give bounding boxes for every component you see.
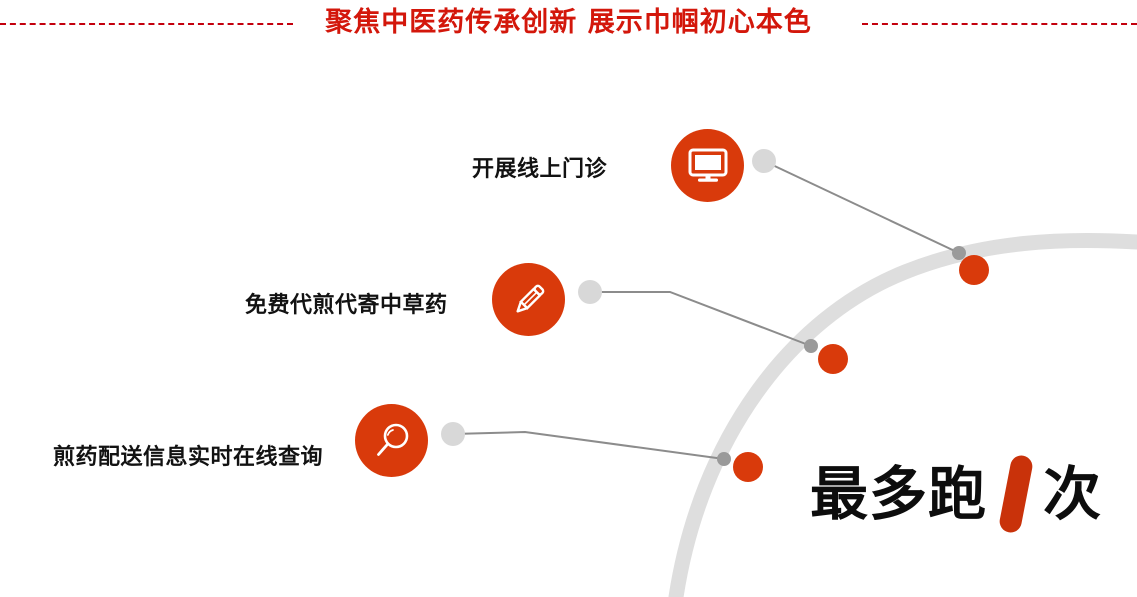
- node-label-online-clinic: 开展线上门诊: [472, 157, 608, 182]
- magnifier-icon: [372, 421, 412, 461]
- arc-milestone-dot-3[interactable]: [733, 452, 763, 482]
- slogan: 最多跑 次: [810, 453, 1103, 535]
- progress-arc: [668, 233, 1137, 597]
- header-band: 聚焦中医药传承创新 展示巾帼初心本色: [0, 0, 1137, 52]
- node-label-free-decoction-delivery: 免费代煎代寄中草药: [245, 293, 448, 318]
- connector-hub-dot: [441, 422, 465, 446]
- node-online-clinic[interactable]: [671, 129, 744, 202]
- node-free-decoction-delivery[interactable]: [492, 263, 565, 336]
- connector-line: [452, 430, 725, 460]
- connector-hub-dot: [752, 149, 776, 173]
- connector-line: [763, 160, 960, 254]
- connector-line: [590, 291, 812, 347]
- slogan-text-right: 次: [1043, 460, 1103, 528]
- header-rule-left: [0, 23, 293, 25]
- connector-hub-dot: [578, 280, 602, 304]
- pencil-icon: [509, 280, 549, 320]
- slogan-text-left: 最多跑: [810, 460, 988, 528]
- connector-end-dot: [952, 246, 966, 260]
- arc-milestone-dot-2[interactable]: [818, 344, 848, 374]
- connector-free-decoction-delivery: [578, 280, 818, 353]
- connector-delivery-tracking: [441, 422, 731, 466]
- node-label-delivery-tracking: 煎药配送信息实时在线查询: [53, 445, 324, 470]
- node-delivery-tracking[interactable]: [355, 404, 428, 477]
- monitor-icon: [688, 148, 728, 184]
- slogan-red-stroke: [997, 453, 1035, 535]
- connector-online-clinic: [752, 149, 966, 260]
- arc-milestone-dot-1[interactable]: [959, 255, 989, 285]
- connector-end-dot: [804, 339, 818, 353]
- connector-end-dot: [717, 452, 731, 466]
- header-rule-right: [862, 23, 1137, 25]
- page-title: 聚焦中医药传承创新 展示巾帼初心本色: [325, 7, 812, 38]
